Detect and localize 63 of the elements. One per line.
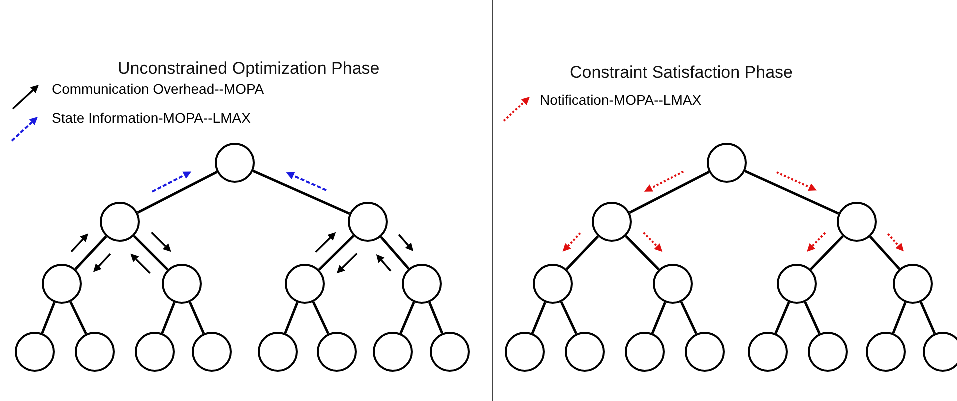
tree-node-circle (707, 143, 747, 183)
tree-node-circle (192, 332, 232, 372)
legend-text: Communication Overhead--MOPA (52, 81, 264, 97)
tree-node-circle (923, 332, 957, 372)
tree-edge (161, 302, 176, 334)
tree-node-circle (135, 332, 175, 372)
tree-edge (531, 302, 547, 334)
tree-node-circle (777, 264, 817, 304)
tree-edge (651, 302, 667, 334)
tree-node-circle (685, 332, 725, 372)
tree-node-circle (348, 202, 388, 242)
tree-node-circle (373, 332, 413, 372)
tree-edge (380, 236, 410, 270)
tree-edge (810, 236, 844, 270)
tree-edge (284, 302, 299, 334)
tree-node-circle (533, 264, 573, 304)
tree-edge (400, 302, 416, 334)
tree-node-circle (15, 332, 55, 372)
tree-node-circle (625, 332, 665, 372)
tree-node-circle (215, 143, 255, 183)
tree-edge (41, 302, 56, 334)
tree-node-circle (505, 332, 545, 372)
tree-node-circle (42, 264, 82, 304)
tree-node-circle (893, 264, 933, 304)
tree-node-circle (430, 332, 470, 372)
tree-edge (318, 235, 355, 271)
tree-node-circle (258, 332, 298, 372)
tree-edge (744, 170, 840, 215)
tree-node-circle (837, 202, 877, 242)
tree-node-circle (285, 264, 325, 304)
tree-edge (428, 302, 444, 334)
tree-node-circle (317, 332, 357, 372)
tree-node-circle (653, 264, 693, 304)
tree-edge (252, 170, 350, 216)
tree-node-circle (162, 264, 202, 304)
tree-node-circle (402, 264, 442, 304)
legend-text: State Information-MOPA--LMAX (52, 110, 251, 126)
tree-edge (629, 171, 710, 214)
tree-edge (133, 235, 169, 271)
tree-edge (188, 302, 206, 334)
phase-title: Constraint Satisfaction Phase (570, 64, 794, 82)
tree-edge (137, 171, 218, 214)
tree-node-circle (748, 332, 788, 372)
tree-edge (869, 236, 901, 270)
tree-edge (625, 235, 660, 271)
legend-text: Notification-MOPA--LMAX (540, 92, 702, 108)
tree-edge (680, 302, 698, 334)
tree-edge (560, 302, 578, 334)
tree-edge (312, 302, 330, 334)
tree-node-circle (866, 332, 906, 372)
tree-edge (920, 302, 936, 334)
phase-title: Unconstrained Optimization Phase (118, 60, 380, 78)
tree-node-circle (75, 332, 115, 372)
tree-edge (774, 302, 790, 334)
tree-node-circle (592, 202, 632, 242)
tree-node-circle (565, 332, 605, 372)
tree-node-circle (100, 202, 140, 242)
tree-edge (804, 302, 821, 334)
tree-node-circle (808, 332, 848, 372)
tree-edge (892, 302, 907, 334)
tree-edge (74, 236, 108, 270)
tree-edge (566, 236, 600, 270)
tree-edge (70, 301, 88, 335)
